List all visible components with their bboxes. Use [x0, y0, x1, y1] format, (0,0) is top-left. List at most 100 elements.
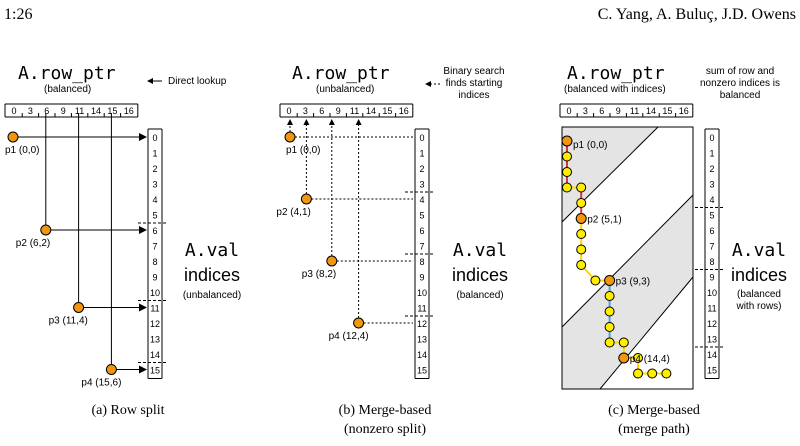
val-index: 8	[152, 257, 157, 267]
row-ptr-value: 16	[679, 106, 689, 116]
panel-b-side-label-2: indices	[452, 265, 508, 285]
panel-c: A.row_ptr (balanced with indices) sum of…	[559, 63, 787, 437]
val-index: 11	[417, 304, 426, 314]
row-ptr-value: 3	[303, 106, 308, 116]
val-index: 8	[419, 257, 424, 267]
val-index: 2	[419, 164, 424, 174]
panel-b-note-3: indices	[458, 90, 489, 101]
val-index: 14	[707, 350, 717, 360]
row-ptr-value: 9	[61, 106, 66, 116]
val-index: 5	[709, 211, 714, 221]
row-ptr-value: 3	[28, 106, 33, 116]
panel-a-side-label-1: A.val	[185, 240, 239, 261]
val-index: 10	[707, 288, 717, 298]
row-ptr-value: 15	[107, 106, 117, 116]
val-index: 5	[152, 211, 157, 221]
row-ptr-value: 9	[616, 106, 621, 116]
val-index: 0	[419, 133, 424, 143]
val-index: 4	[152, 195, 157, 205]
row-ptr-value: 6	[44, 106, 49, 116]
row-ptr-value: 14	[366, 106, 376, 116]
diagonal-cut	[599, 276, 694, 390]
split-points: p1 (0,0)p2 (4,1)p3 (8,2)p4 (12,4)	[276, 131, 369, 342]
val-index: 6	[152, 226, 157, 236]
val-index: 11	[150, 304, 159, 314]
row-ptr-value: 15	[382, 106, 392, 116]
val-index: 0	[709, 133, 714, 143]
panel-c-note-3: balanced	[720, 90, 761, 101]
split-point-label: p2 (6,2)	[16, 238, 50, 249]
row-ptr-value: 16	[399, 106, 409, 116]
row-ptr-value: 9	[336, 106, 341, 116]
panel-c-note-1: sum of row and	[706, 66, 774, 77]
val-index: 1	[152, 149, 157, 159]
val-index: 6	[419, 226, 424, 236]
merge-path-node	[562, 151, 572, 162]
val-index: 12	[150, 319, 160, 329]
panel-b-side-label-3: (balanced)	[456, 290, 503, 301]
split-point	[40, 224, 52, 236]
split-point	[105, 364, 117, 375]
merge-path-node	[604, 322, 615, 332]
val-index: 15	[707, 366, 717, 376]
panel-b-title: A.row_ptr	[292, 63, 390, 84]
val-index: 13	[150, 335, 160, 345]
panel-a-subtitle: (balanced)	[44, 84, 91, 95]
panel-b: A.row_ptr (unbalanced) Binary search fin…	[276, 63, 508, 437]
val-index: 4	[709, 195, 714, 205]
merge-grid-frame	[561, 126, 694, 390]
row-ptr-value: 15	[662, 106, 672, 116]
val-index: 10	[150, 288, 160, 298]
merge-path-node	[633, 353, 643, 363]
panel-b-note-1: Binary search	[443, 66, 504, 77]
split-point-label: p4 (15,6)	[81, 378, 121, 389]
split-point-label: p2 (4,1)	[276, 207, 310, 218]
row-ptr-value: 11	[350, 106, 359, 116]
merge-path-node	[590, 275, 601, 286]
merge-path-node	[633, 368, 643, 379]
merge-path-node	[604, 291, 615, 301]
panel-c-title: A.row_ptr	[567, 63, 665, 84]
page-number: 1:26	[4, 6, 33, 23]
row-ptr-value: 16	[124, 106, 134, 116]
split-point-label: p2 (5,1)	[587, 215, 621, 226]
split-point-label: p3 (8,2)	[302, 269, 336, 280]
val-index: 12	[417, 319, 427, 329]
row-split-arrows	[18, 113, 147, 374]
diagonal-cut	[561, 194, 694, 328]
split-point-label: p4 (14,4)	[630, 354, 670, 365]
merge-path-node	[604, 306, 615, 317]
val-index: 2	[152, 164, 157, 174]
val-index: 15	[417, 366, 427, 376]
row-ptr-value: 6	[599, 106, 604, 116]
merge-path-node	[647, 368, 658, 379]
split-point	[353, 317, 365, 329]
panel-c-note-2: nonzero indices is	[700, 78, 780, 89]
split-point-label: p1 (0,0)	[286, 145, 320, 156]
row-ptr-value: 11	[75, 106, 84, 116]
merge-path-node	[661, 368, 672, 379]
row-ptr-value: 0	[11, 106, 16, 116]
split-point	[73, 302, 85, 313]
panel-c-caption-1: (c) Merge-based	[608, 403, 700, 418]
panel-c-side-label-2: indices	[731, 265, 787, 285]
panel-c-caption-2: (merge path)	[618, 422, 690, 437]
val-index: 8	[709, 257, 714, 267]
val-index: 13	[707, 335, 717, 345]
row-ptr-value: 14	[91, 106, 101, 116]
panel-b-caption-1: (b) Merge-based	[339, 403, 432, 418]
panel-a-side-label-2: indices	[184, 265, 240, 285]
split-point	[326, 255, 338, 267]
val-index: 7	[709, 242, 714, 252]
split-point	[284, 131, 296, 143]
val-index: 1	[419, 149, 424, 159]
val-index: 7	[152, 242, 157, 252]
val-index: 14	[417, 350, 427, 360]
panel-b-subtitle: (unbalanced)	[316, 84, 374, 95]
split-point-label: p1 (0,0)	[573, 140, 607, 151]
